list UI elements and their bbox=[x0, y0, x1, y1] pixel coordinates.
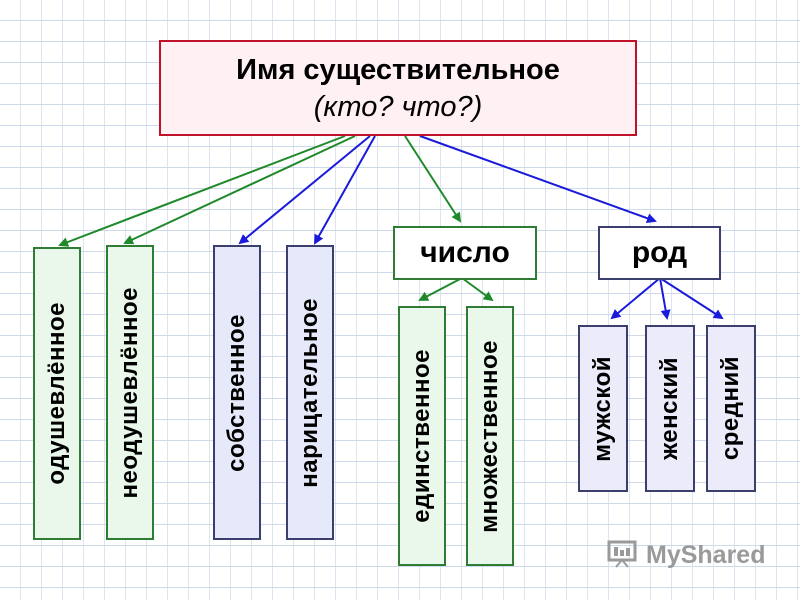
arrow-to-ed bbox=[418, 277, 463, 301]
box-n: средний bbox=[706, 325, 756, 492]
box-naritsat: нарицательное bbox=[286, 245, 334, 540]
box-rod: род bbox=[598, 226, 721, 280]
box-neodush: неодушевлённое bbox=[106, 245, 154, 540]
label-mn: множественное bbox=[476, 339, 503, 533]
box-f: женский bbox=[645, 325, 695, 492]
label-m: мужской bbox=[589, 355, 616, 462]
arrow-to-mn bbox=[461, 277, 494, 302]
box-chislo: число bbox=[393, 226, 537, 280]
presentation-board-icon bbox=[606, 538, 640, 573]
title-box: Имя существительное (кто? что?) bbox=[159, 40, 637, 136]
watermark: MyShared bbox=[606, 538, 765, 573]
title-main: Имя существительное bbox=[236, 54, 560, 86]
box-mn: множественное bbox=[466, 306, 514, 566]
label-ed: единственное bbox=[408, 349, 435, 523]
label-naritsat: нарицательное bbox=[296, 297, 323, 488]
label-f: женский bbox=[656, 357, 683, 460]
box-ed: единственное bbox=[398, 306, 446, 566]
arrow-to-naritsat bbox=[314, 135, 376, 245]
arrow-to-n bbox=[659, 277, 724, 320]
title-sub: (кто? что?) bbox=[313, 91, 483, 123]
arrow-to-sobstv bbox=[238, 135, 371, 245]
arrow-to-rod bbox=[419, 135, 657, 223]
arrow-to-f bbox=[659, 277, 671, 320]
label-rod: род bbox=[631, 236, 688, 269]
box-odush: одушевлённое bbox=[33, 247, 81, 540]
arrow-to-chislo bbox=[404, 135, 462, 223]
box-m: мужской bbox=[578, 325, 628, 492]
arrow-to-m bbox=[610, 277, 661, 320]
arrow-to-neodush bbox=[123, 135, 356, 245]
label-sobstv: собственное bbox=[223, 313, 250, 472]
box-sobstv: собственное bbox=[213, 245, 261, 540]
label-chislo: число bbox=[420, 236, 510, 269]
watermark-text: MyShared bbox=[646, 541, 766, 569]
label-n: средний bbox=[717, 356, 744, 461]
label-neodush: неодушевлённое bbox=[116, 286, 143, 499]
label-odush: одушевлённое bbox=[43, 302, 70, 485]
arrow-to-odush bbox=[58, 135, 346, 247]
